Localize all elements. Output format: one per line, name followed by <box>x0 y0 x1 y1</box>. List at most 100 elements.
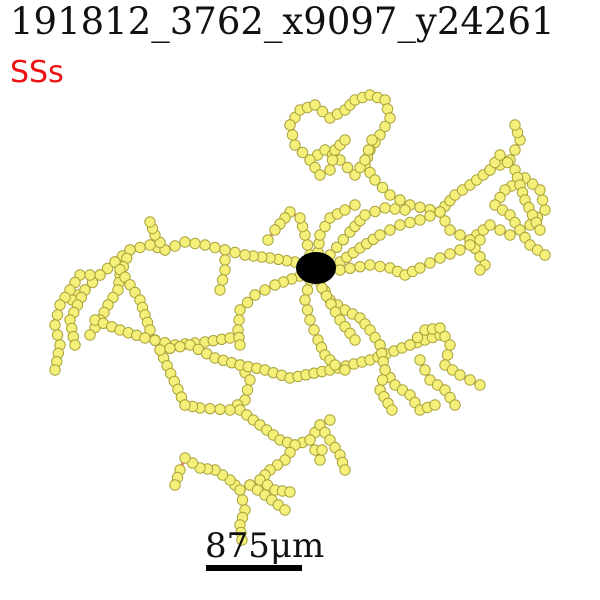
branch-node <box>49 364 61 376</box>
branch-node <box>241 296 254 309</box>
branch-node <box>51 329 64 341</box>
branch-node <box>319 220 331 233</box>
branch-node <box>474 234 486 246</box>
branch-node <box>494 224 506 236</box>
sample-title: 191812_3762_x9097_y24261 <box>10 0 555 43</box>
branch-node <box>84 329 96 341</box>
branch-node <box>189 237 201 250</box>
branch-node <box>149 334 161 346</box>
branch-node <box>144 216 156 228</box>
branch-node <box>169 479 181 491</box>
branch-nodes <box>49 89 551 546</box>
branch-node <box>269 279 281 291</box>
branch-node <box>414 262 426 274</box>
branch-node <box>279 504 291 516</box>
branch-node <box>337 234 349 246</box>
branch-node <box>369 205 381 218</box>
branch-node <box>539 249 551 261</box>
branch-node <box>454 244 466 256</box>
branch-node <box>379 202 391 214</box>
branch-node <box>314 229 326 241</box>
branch-node <box>414 354 426 366</box>
branch-node <box>301 239 314 251</box>
branch-node <box>199 239 211 251</box>
branch-node <box>464 239 476 251</box>
branch-node <box>439 330 451 343</box>
branch-node <box>239 249 251 261</box>
branch-node <box>389 203 401 215</box>
branch-node <box>244 374 256 386</box>
branch-node <box>424 257 436 269</box>
branch-node <box>509 144 521 156</box>
branch-node <box>359 209 371 221</box>
branch-node <box>339 464 351 476</box>
soma <box>296 252 336 284</box>
branch-node <box>234 339 246 351</box>
branch-node <box>219 244 231 256</box>
branch-node <box>236 494 249 506</box>
branch-node <box>434 206 446 218</box>
branch-node <box>424 210 436 222</box>
branch-node <box>262 234 274 246</box>
branch-node <box>49 319 61 331</box>
branch-node <box>209 241 221 254</box>
branch-node <box>354 261 366 273</box>
branch-node <box>399 204 411 216</box>
branch-node <box>236 534 248 546</box>
branch-node <box>94 269 106 281</box>
branch-node <box>334 264 346 276</box>
branch-node <box>341 161 354 174</box>
branch-node <box>404 339 416 351</box>
branch-node <box>404 216 416 229</box>
branch-node <box>379 364 391 376</box>
branch-node <box>314 169 326 181</box>
branch-node <box>464 374 476 386</box>
branch-node <box>304 434 316 446</box>
branch-node <box>84 269 96 281</box>
branch-node <box>444 248 456 260</box>
branch-node <box>376 181 389 194</box>
branch-node <box>241 384 254 396</box>
branch-node <box>301 304 314 316</box>
scale-bar <box>206 565 302 571</box>
branch-node <box>441 349 454 361</box>
branch-node <box>339 364 351 376</box>
branch-node <box>384 112 396 124</box>
branch-node <box>308 324 320 336</box>
branch-node <box>101 262 114 275</box>
branch-node <box>364 259 376 271</box>
branch-node <box>214 403 226 415</box>
branch-node <box>369 174 381 186</box>
branch-node <box>289 139 301 151</box>
branch-node <box>362 144 375 156</box>
branch-node <box>204 403 216 415</box>
branch-node <box>394 219 406 231</box>
branch-node <box>179 452 191 464</box>
branch-node <box>51 309 64 321</box>
branch-node <box>259 284 271 296</box>
branch-node <box>294 212 306 224</box>
branch-node <box>326 154 339 166</box>
branch-node <box>434 252 446 264</box>
branch-node <box>374 229 386 241</box>
branch-node <box>314 454 326 466</box>
branch-node <box>301 284 314 296</box>
branch-node <box>539 204 551 216</box>
branch-node <box>54 299 66 311</box>
branch-node <box>339 134 351 146</box>
branch-node <box>376 374 389 386</box>
branch-node <box>69 339 81 351</box>
branch-node <box>454 369 466 381</box>
branch-node <box>309 99 321 111</box>
branch-node <box>324 164 336 176</box>
branch-node <box>286 129 299 141</box>
branch-node <box>139 332 151 344</box>
branch-node <box>329 359 341 371</box>
branch-node <box>169 240 181 252</box>
branch-node <box>509 119 521 131</box>
branch-node <box>144 239 156 251</box>
branch-node <box>144 324 156 336</box>
branch-node <box>269 224 281 236</box>
branch-node <box>179 399 191 411</box>
